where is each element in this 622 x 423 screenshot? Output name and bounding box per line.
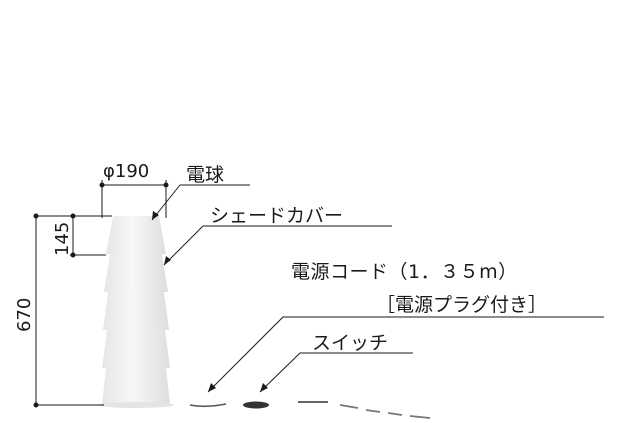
- shade-tier-4: [102, 330, 170, 368]
- switch-body: [243, 401, 269, 409]
- width-dimension-label: φ190: [103, 161, 150, 182]
- shade-cover-label: シェードカバー: [210, 205, 344, 227]
- power-cord-note-label: ［電源プラグ付き］: [376, 294, 548, 316]
- shade-tier-5: [102, 368, 170, 404]
- leader-arrowheads: [152, 211, 268, 392]
- cord-segment: [189, 403, 227, 408]
- power-cord-label: 電源コード（1．３５m）: [291, 261, 518, 283]
- cord-dashes: [339, 404, 431, 419]
- total-height-dimension-label: 670: [14, 297, 35, 332]
- shade-tier-1: [106, 216, 166, 254]
- shade-height-dimension-label: 145: [52, 221, 73, 256]
- dimension-lines: [33, 180, 169, 408]
- lamp-base-shadow: [98, 402, 174, 408]
- lamp-body: [98, 216, 174, 408]
- shade-tier-3: [103, 292, 169, 330]
- bulb-label: 電球: [186, 164, 225, 186]
- leader-lines: [151, 184, 604, 393]
- shade-tier-2: [104, 254, 168, 292]
- switch-label: スイッチ: [312, 332, 389, 354]
- power-cord-drawing: [189, 401, 431, 419]
